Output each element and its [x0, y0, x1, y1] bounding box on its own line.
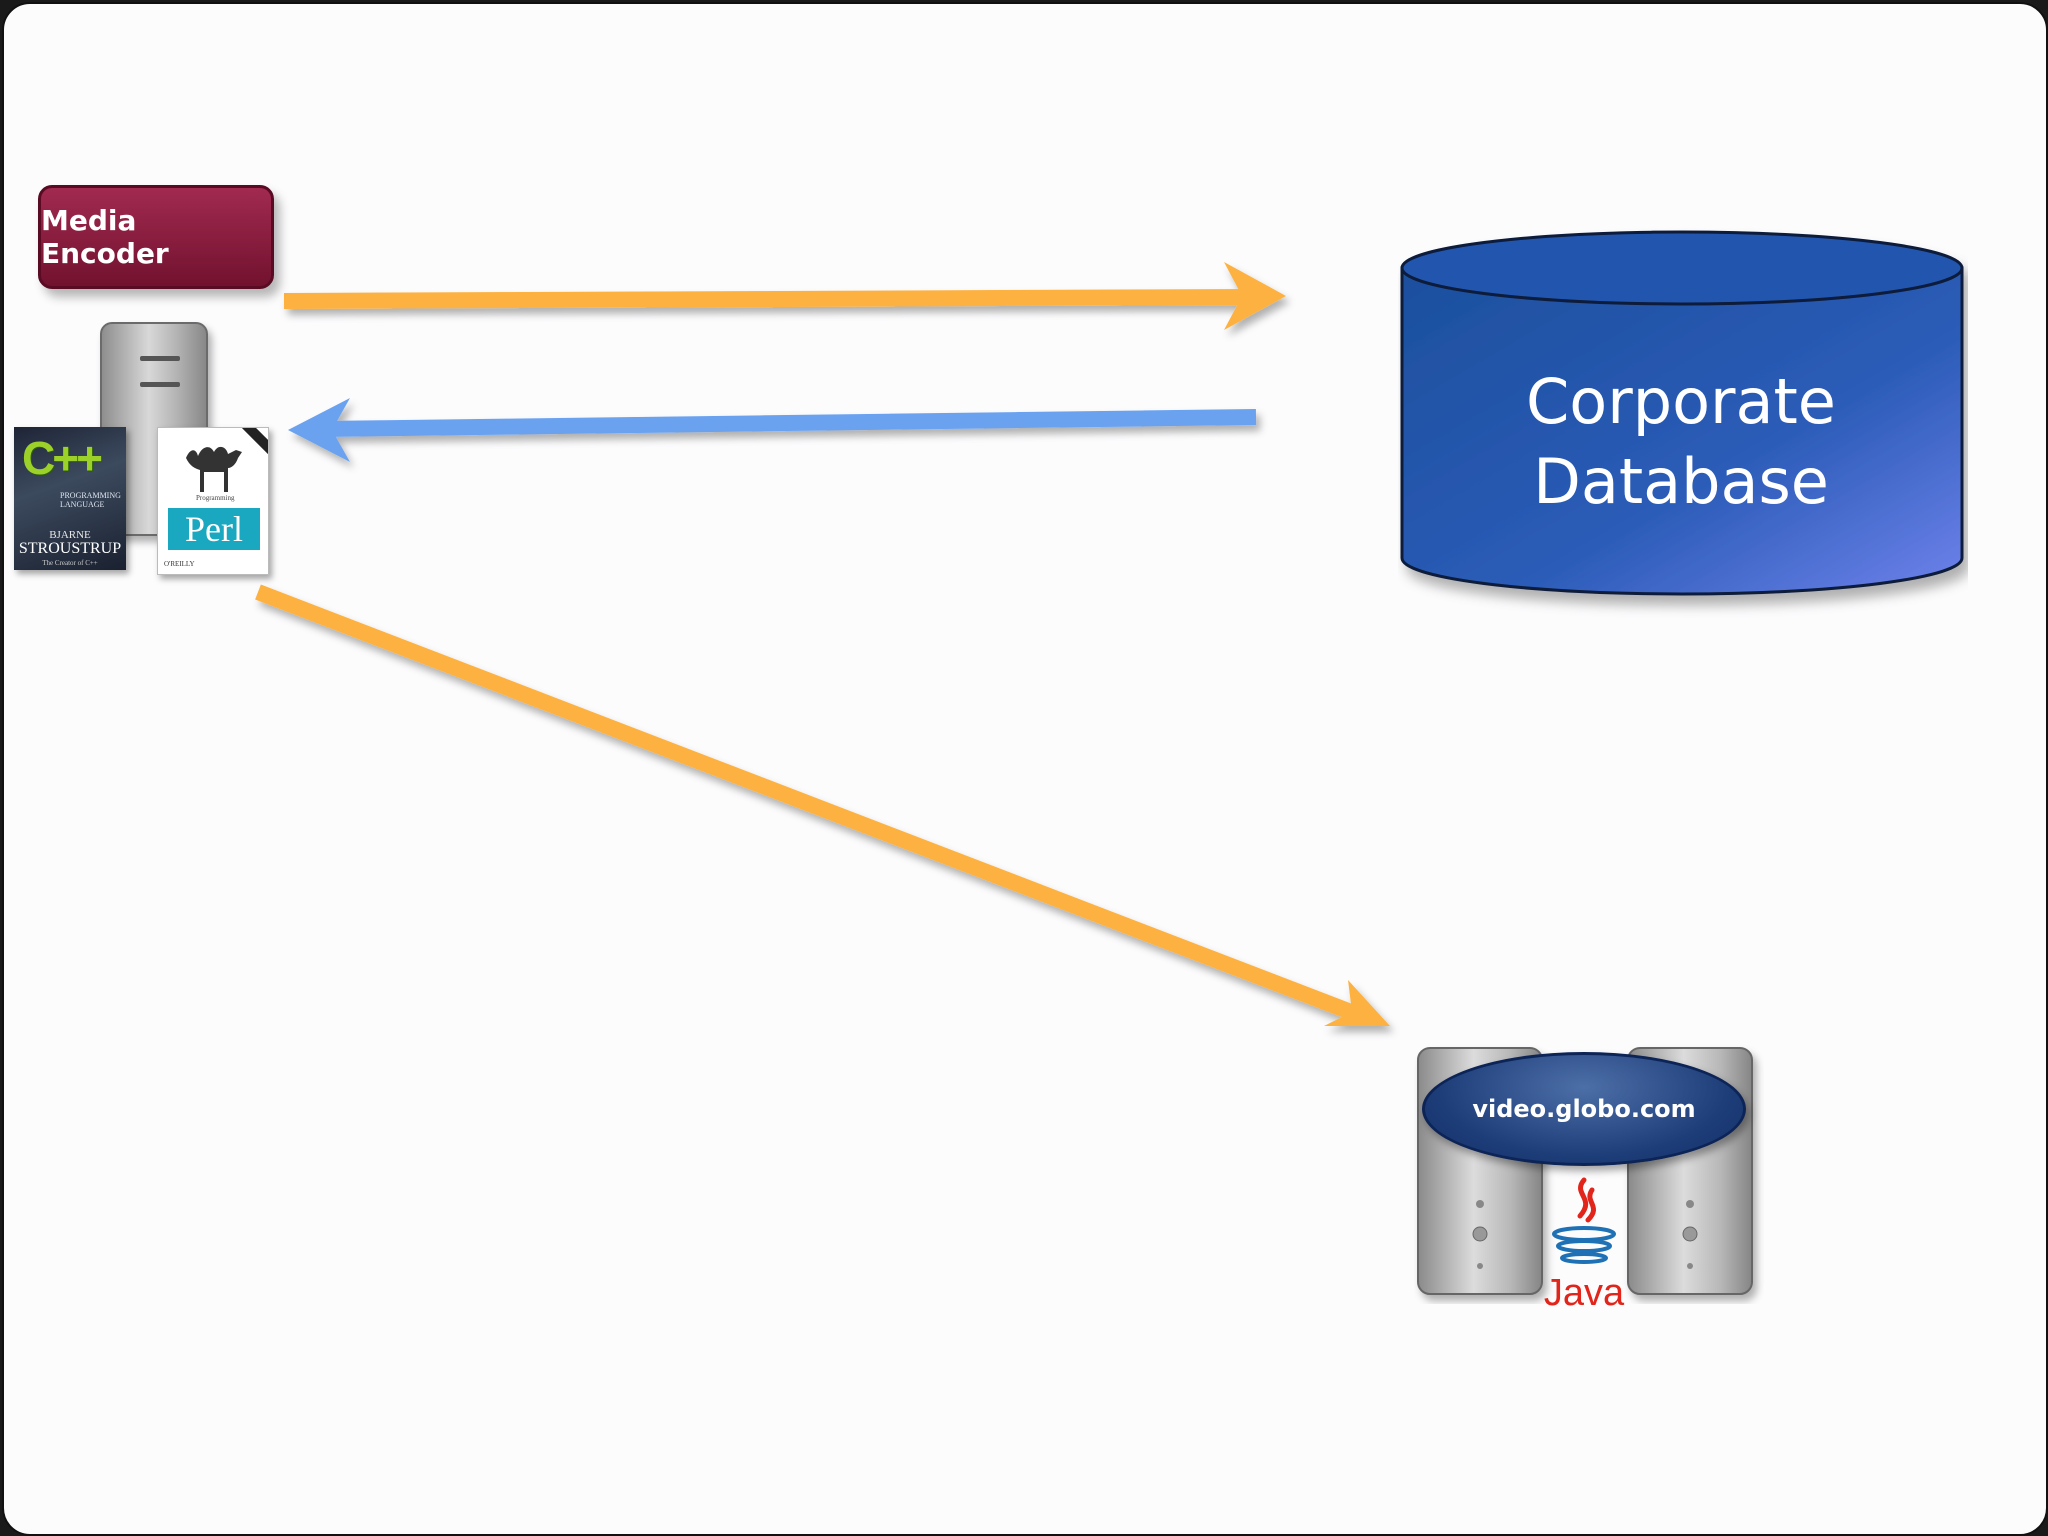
database-title-line2: Database: [1533, 445, 1829, 518]
video-server-label: video.globo.com: [1422, 1052, 1746, 1166]
perl-book-title: Perl: [168, 508, 260, 550]
cpp-book-author-last: STROUSTRUP: [18, 540, 122, 557]
java-label: Java: [1543, 1272, 1625, 1314]
perl-book-subtitle: Programming: [196, 494, 235, 502]
database-cylinder-icon: [1400, 230, 1964, 596]
arrow-encoder-to-database: [283, 262, 1286, 330]
perl-book-publisher: O'REILLY: [164, 560, 195, 568]
camel-icon: [186, 446, 242, 492]
cpp-book-subtitle: PROGRAMMING LANGUAGE: [60, 491, 121, 509]
arrow-encoder-to-video-server: [255, 584, 1390, 1026]
media-encoder-label: Media Encoder: [38, 185, 274, 289]
database-title: Corporate Database: [1406, 362, 1956, 522]
java-cup-icon: [1552, 1177, 1616, 1264]
database-title-line1: Corporate: [1526, 365, 1836, 438]
flow-arrows: [255, 262, 1390, 1026]
perl-book-cover: Programming Perl O'REILLY: [157, 427, 269, 575]
cpp-book-tagline: The Creator of C++: [42, 559, 98, 567]
cpp-book-cover: C++ PROGRAMMING LANGUAGE BJARNE STROUSTR…: [14, 427, 126, 570]
arrow-database-to-encoder: [288, 398, 1257, 462]
cpp-book-title: C++: [22, 432, 103, 484]
cpp-book-author-first: BJARNE: [49, 529, 91, 541]
